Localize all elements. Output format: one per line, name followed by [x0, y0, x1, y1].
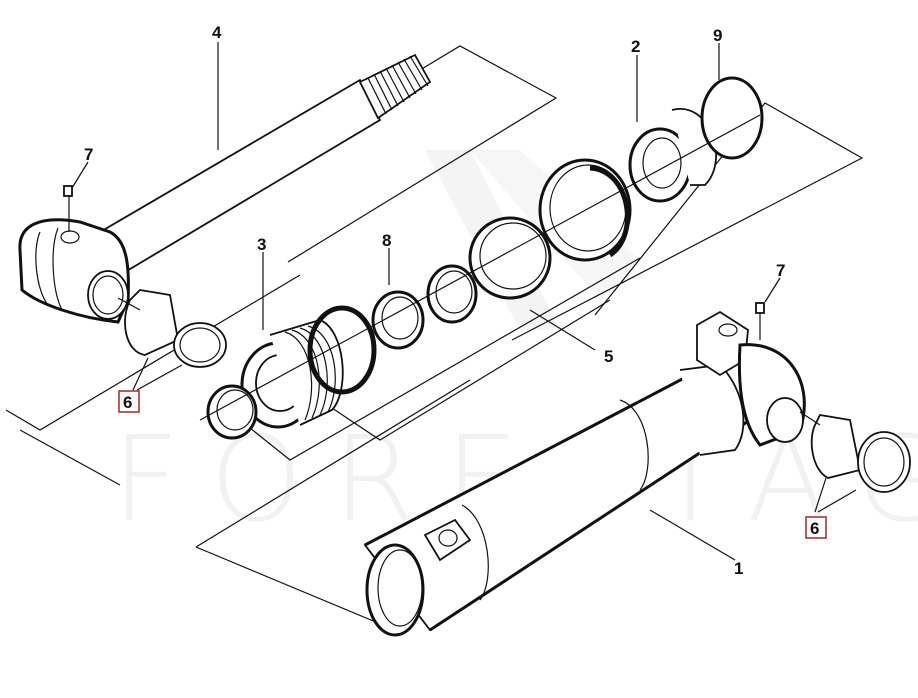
part-5-gland	[538, 76, 764, 262]
callout-6-right-box	[805, 516, 827, 539]
callout-3: 3	[257, 235, 266, 254]
part-6-bushing-left	[117, 289, 227, 368]
callout-leader-lines	[71, 42, 857, 561]
callout-1: 1	[734, 559, 743, 578]
callout-2: 2	[631, 37, 640, 56]
part-1-cylinder-barrel	[363, 310, 806, 637]
callout-4: 4	[212, 23, 222, 42]
callout-5: 5	[604, 347, 613, 366]
callout-6-right: 6	[810, 519, 819, 538]
callout-6-left-box	[118, 390, 140, 413]
part-7-grease-nipple-left	[63, 185, 73, 232]
callout-labels: 4 7 3 8 2 9 5 7 1 6 6	[84, 23, 827, 578]
part-3-piston	[206, 305, 377, 440]
callout-6-left: 6	[123, 393, 132, 412]
part-7-grease-nipple-right	[755, 302, 765, 340]
callout-8: 8	[382, 231, 391, 250]
callout-7-left: 7	[84, 145, 93, 164]
center-axis-line	[199, 114, 761, 421]
part-6-bushing-right	[799, 411, 911, 493]
part-4-piston-rod	[18, 53, 432, 324]
callout-9: 9	[713, 26, 722, 45]
callout-7-right: 7	[776, 261, 785, 280]
